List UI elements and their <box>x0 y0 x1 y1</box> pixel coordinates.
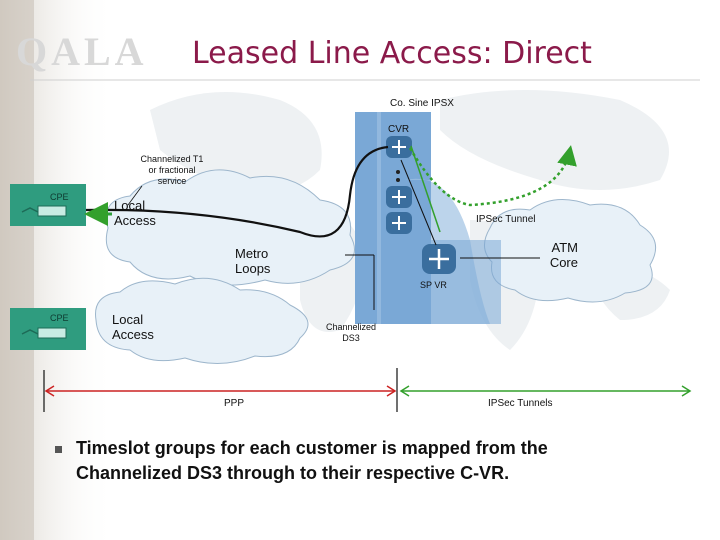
sp-vr-router <box>422 244 456 274</box>
bullet-marker <box>55 446 62 453</box>
ppp-label: PPP <box>224 398 245 409</box>
ipsec-tunnel-label: IPSec Tunnel <box>476 214 536 225</box>
cpe-device-2 <box>10 308 86 350</box>
cvr-router-1 <box>386 136 412 158</box>
slide-title: Leased Line Access: Direct <box>192 36 592 71</box>
cpe-device-1 <box>10 184 86 226</box>
ipsec-tunnel-link <box>410 145 441 233</box>
cvr-label: CVR <box>388 124 410 135</box>
t1-circuit-line <box>85 145 389 238</box>
cpe-1-label: CPE <box>50 192 69 202</box>
ipsec-tunnels-label: IPSec Tunnels <box>488 398 553 409</box>
sp-vr-label: SP VR <box>420 280 447 290</box>
cpe-2-label: CPE <box>50 313 69 323</box>
cvr-router-2 <box>386 186 412 208</box>
ipsec-tunnel-path <box>408 145 577 207</box>
local-access-2-label: Local Access <box>112 312 154 342</box>
cosine-ipsx-label: Co. Sine IPSX <box>390 98 454 109</box>
atm-core-label: ATM Core <box>549 240 578 270</box>
metro-cloud-lower <box>95 277 309 365</box>
metro-loops-label: Metro Loops <box>235 246 271 276</box>
bullet-text: Timeslot groups for each customer is map… <box>76 438 548 483</box>
channelized-t1-label: Channelized T1 or fractional service <box>140 154 204 186</box>
metro-cloud-upper <box>105 169 355 286</box>
cvr-to-spvr-link <box>400 159 437 246</box>
channelized-ds3-label: Channelized DS3 <box>325 322 377 343</box>
cvr-router-3 <box>386 212 412 234</box>
qala-logo: QALA <box>16 29 148 74</box>
photo-strip-inner <box>0 0 34 540</box>
local-access-1-label: Local Access <box>114 198 156 228</box>
